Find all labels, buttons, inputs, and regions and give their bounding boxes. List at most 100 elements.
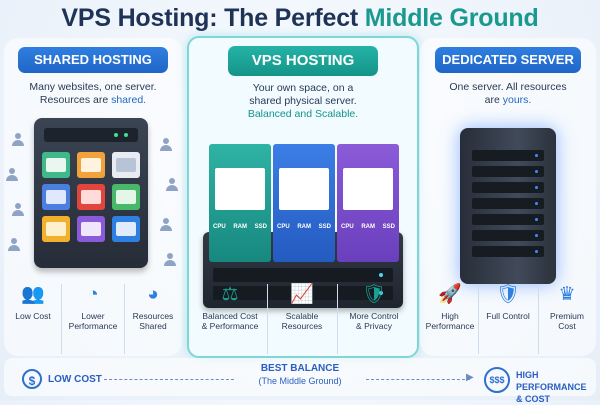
feature-label: & Performance xyxy=(201,321,259,331)
feature-label: Balanced Cost xyxy=(202,311,258,321)
feature-lower-performance: ◔ Lower Performance xyxy=(64,284,122,331)
vps-resources: CPU RAM SSD xyxy=(213,224,267,230)
vps-container-purple: CPU RAM SSD xyxy=(337,144,399,262)
vps-hosting-description: Your own space, on a shared physical ser… xyxy=(189,82,417,121)
page-title: VPS Hosting: The Perfect Middle Ground xyxy=(0,4,600,33)
ssd-label: SSD xyxy=(382,224,395,230)
ram-label: RAM xyxy=(297,224,311,230)
chart-up-icon: 📈 xyxy=(290,284,314,305)
feature-scalable-resources: 📈 Scalable Resources xyxy=(269,284,335,331)
shared-hosting-label: SHARED HOSTING xyxy=(18,47,168,73)
vps-image-icon xyxy=(215,168,265,210)
shared-server-rack xyxy=(34,118,148,268)
dollar-icon: $ xyxy=(22,369,42,389)
drive-bay xyxy=(472,198,544,209)
website-video-icon xyxy=(77,184,105,210)
high-performance-title: HIGH PERFORMANCE xyxy=(516,370,587,392)
title-accent: Middle Ground xyxy=(364,4,539,32)
divider xyxy=(478,284,479,354)
ssd-label: SSD xyxy=(318,224,331,230)
divider xyxy=(61,284,62,354)
vps-resources: CPU RAM SSD xyxy=(277,224,331,230)
feature-full-control: 🛡 Full Control xyxy=(480,284,536,321)
vps-desc-line3: Balanced and Scalable. xyxy=(247,108,359,120)
gauge-icon: ◔ xyxy=(87,284,99,305)
feature-label: Resources xyxy=(132,311,174,321)
user-icon xyxy=(12,203,24,216)
dedicated-server-label: DEDICATED SERVER xyxy=(435,47,581,73)
feature-label: High xyxy=(441,311,459,321)
dedicated-server-description: One server. All resources are yours. xyxy=(420,81,596,107)
best-balance-title: BEST BALANCE xyxy=(260,363,340,374)
cpu-label: CPU xyxy=(213,224,226,230)
user-icon xyxy=(8,238,20,251)
divider xyxy=(538,284,539,354)
scale-icon: ⚖ xyxy=(221,284,239,305)
feature-label: More Control xyxy=(349,311,399,321)
ram-label: RAM xyxy=(233,224,247,230)
high-performance-label: HIGH PERFORMANCE & COST xyxy=(516,369,600,405)
drive-bay xyxy=(472,150,544,161)
website-tiles xyxy=(42,152,140,242)
shield-check-icon: 🛡 xyxy=(361,284,387,305)
dedicated-desc-line2a: are xyxy=(484,94,503,106)
drive-bay xyxy=(472,166,544,177)
user-icon xyxy=(160,138,172,151)
dedicated-desc-line2b: yours. xyxy=(502,94,532,106)
dedicated-desc-line2: are yours. xyxy=(420,94,596,107)
divider xyxy=(337,284,338,354)
dedicated-server-tower xyxy=(460,128,556,284)
feature-label: Resources xyxy=(281,321,323,331)
server-slot xyxy=(213,286,393,300)
shared-desc-line2a: Resources are xyxy=(39,94,112,106)
feature-balanced-cost: ⚖ Balanced Cost & Performance xyxy=(195,284,265,331)
feature-label: Scalable xyxy=(285,311,319,321)
vps-profile-icon xyxy=(343,168,393,210)
shared-desc-line2: Resources are shared. xyxy=(4,94,182,107)
vps-hosting-panel: VPS HOSTING Your own space, on a shared … xyxy=(187,36,419,358)
drive-bay xyxy=(472,214,544,225)
feature-label: Full Control xyxy=(486,311,530,321)
ram-label: RAM xyxy=(361,224,375,230)
pie-icon: ◕ xyxy=(147,284,159,305)
user-icon xyxy=(166,178,178,191)
user-icon xyxy=(6,168,18,181)
drive-bay xyxy=(472,182,544,193)
crown-icon: ♛ xyxy=(558,284,576,305)
feature-label: Performance xyxy=(68,321,118,331)
website-globe-icon xyxy=(112,216,140,242)
feature-label: Lower xyxy=(81,311,105,321)
drive-bay xyxy=(472,246,544,257)
website-chart-icon xyxy=(77,216,105,242)
spectrum-line-right xyxy=(366,379,470,380)
feature-label: Performance xyxy=(425,321,475,331)
website-form-icon xyxy=(112,184,140,210)
users-icon: 👥 xyxy=(21,284,45,305)
low-cost-label: LOW COST xyxy=(48,374,102,385)
divider xyxy=(267,284,268,354)
feature-label: Shared xyxy=(139,321,167,331)
rocket-icon: 🚀 xyxy=(438,284,462,305)
vps-desc-line1: Your own space, on a xyxy=(252,82,354,94)
vps-store-icon xyxy=(279,168,329,210)
feature-label: Cost xyxy=(558,321,576,331)
feature-low-cost: 👥 Low Cost xyxy=(8,284,58,321)
shared-hosting-panel: SHARED HOSTING Many websites, one server… xyxy=(4,38,182,356)
ssd-label: SSD xyxy=(254,224,267,230)
feature-more-control: 🛡 More Control & Privacy xyxy=(339,284,409,331)
feature-label: Premium xyxy=(549,311,584,321)
arrow-right-icon: ▶ xyxy=(466,372,474,383)
feature-resources-shared: ◕ Resources Shared xyxy=(126,284,180,331)
shared-hosting-description: Many websites, one server. Resources are… xyxy=(4,81,182,107)
divider xyxy=(124,284,125,354)
vps-hosting-label: VPS HOSTING xyxy=(228,46,378,76)
website-doc-icon xyxy=(42,184,70,210)
website-shop-icon xyxy=(42,216,70,242)
cpu-label: CPU xyxy=(277,224,290,230)
server-slot xyxy=(213,268,393,282)
feature-label: Low Cost xyxy=(15,311,51,321)
triple-dollar-icon: $$$ xyxy=(484,367,510,393)
user-icon xyxy=(164,253,176,266)
vps-desc-line2: shared physical server. xyxy=(249,95,357,107)
feature-label: & Privacy xyxy=(356,321,392,331)
